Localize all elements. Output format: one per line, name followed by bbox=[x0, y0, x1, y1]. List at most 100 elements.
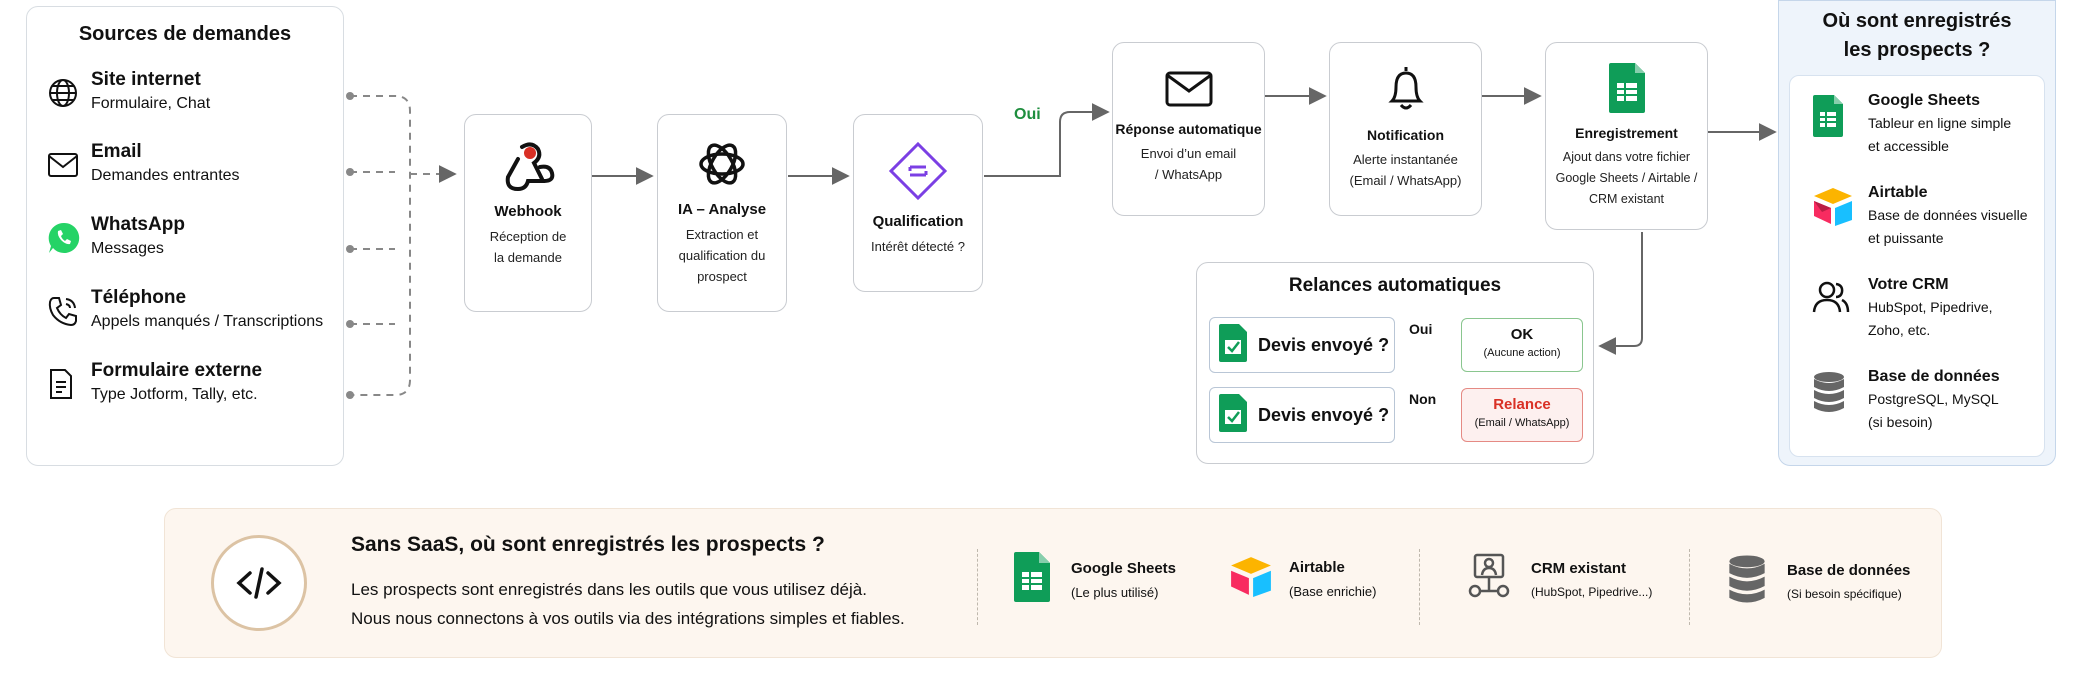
relance-question: Devis envoyé ? bbox=[1258, 404, 1390, 425]
relance-branch-non: Non bbox=[1409, 391, 1437, 407]
bottom-heading: Sans SaaS, où sont enregistrés les prosp… bbox=[351, 533, 825, 556]
sources-title: Sources de demandes bbox=[78, 23, 292, 45]
storage-item-desc: HubSpot, Pipedrive,Zoho, etc. bbox=[1868, 299, 1993, 338]
storage-item-title: Base de données bbox=[1868, 368, 2000, 385]
result-relance-sub: (Email / WhatsApp) bbox=[1474, 417, 1570, 429]
notification-node: Notification Alerte instantanée(Email / … bbox=[1329, 42, 1482, 216]
source-site-internet: Site internet Formulaire, Chat bbox=[47, 69, 210, 113]
relances-title: Relances automatiques bbox=[1288, 275, 1502, 296]
separator bbox=[977, 549, 978, 625]
relance-row-oui: Devis envoyé ? bbox=[1209, 317, 1395, 373]
database-icon bbox=[1727, 553, 1767, 610]
users-icon bbox=[1812, 278, 1868, 316]
storage-item-desc: PostgreSQL, MySQL(si besoin) bbox=[1868, 391, 1999, 430]
form-icon bbox=[47, 364, 91, 404]
storage-database: Base de données PostgreSQL, MySQL(si bes… bbox=[1812, 368, 2000, 434]
globe-icon bbox=[47, 73, 91, 113]
tool-database: Base de données (Si besoin spécifique) bbox=[1727, 553, 1910, 610]
notification-title: Notification bbox=[1367, 127, 1444, 143]
source-title: WhatsApp bbox=[91, 214, 185, 235]
source-subtitle: Messages bbox=[91, 240, 164, 257]
tool-sub: (HubSpot, Pipedrive...) bbox=[1531, 585, 1653, 599]
google-sheets-check-icon bbox=[1218, 323, 1248, 368]
source-subtitle: Demandes entrantes bbox=[91, 167, 240, 184]
result-ok-sub: (Aucune action) bbox=[1483, 347, 1561, 359]
airtable-icon bbox=[1229, 555, 1273, 602]
tool-airtable: Airtable (Base enrichie) bbox=[1229, 555, 1376, 602]
diamond-icon bbox=[854, 141, 982, 201]
oui-label: Oui bbox=[1014, 106, 1041, 123]
enregistrement-title: Enregistrement bbox=[1575, 125, 1678, 141]
code-icon bbox=[211, 535, 307, 631]
source-telephone: Téléphone Appels manqués / Transcription… bbox=[47, 287, 323, 331]
tool-sub: (Si besoin spécifique) bbox=[1787, 587, 1902, 601]
openai-icon bbox=[658, 137, 786, 191]
relance-branch-oui: Oui bbox=[1409, 321, 1433, 337]
google-sheets-icon bbox=[1812, 94, 1868, 138]
ia-title: IA – Analyse bbox=[677, 201, 767, 218]
tool-title: CRM existant bbox=[1531, 560, 1627, 577]
tool-sub: (Base enrichie) bbox=[1289, 583, 1377, 599]
bottom-banner: Sans SaaS, où sont enregistrés les prosp… bbox=[164, 508, 1942, 658]
tool-sub: (Le plus utilisé) bbox=[1071, 584, 1159, 600]
source-subtitle: Appels manqués / Transcriptions bbox=[91, 313, 324, 330]
airtable-icon bbox=[1812, 186, 1868, 226]
mail-icon bbox=[1113, 71, 1264, 107]
webhook-title: Webhook bbox=[494, 203, 562, 220]
bell-icon bbox=[1330, 63, 1481, 113]
storage-crm: Votre CRM HubSpot, Pipedrive,Zoho, etc. bbox=[1812, 276, 1993, 342]
storage-item-title: Airtable bbox=[1868, 184, 1928, 201]
relance-question: Devis envoyé ? bbox=[1258, 334, 1390, 355]
relance-row-non: Devis envoyé ? bbox=[1209, 387, 1395, 443]
google-sheets-icon bbox=[1013, 551, 1051, 608]
tool-title: Airtable bbox=[1289, 558, 1345, 576]
bottom-text: Les prospects sont enregistrés dans les … bbox=[351, 580, 905, 628]
source-subtitle: Formulaire, Chat bbox=[91, 95, 211, 112]
sources-card: Sources de demandes Site internet Formul… bbox=[26, 6, 344, 466]
source-subtitle: Type Jotform, Tally, etc. bbox=[91, 386, 258, 403]
phone-icon bbox=[47, 291, 91, 331]
google-sheets-icon bbox=[1546, 61, 1707, 115]
crm-icon bbox=[1467, 553, 1511, 606]
relances-card: Relances automatiques Devis envoyé ? Oui… bbox=[1196, 262, 1594, 464]
separator bbox=[1689, 549, 1690, 625]
source-title: Site internet bbox=[91, 69, 201, 90]
storage-item-title: Votre CRM bbox=[1868, 276, 1949, 293]
relance-result-ok: OK (Aucune action) bbox=[1461, 318, 1583, 372]
database-icon bbox=[1812, 370, 1868, 414]
source-title: Formulaire externe bbox=[91, 360, 263, 381]
tool-google-sheets: Google Sheets (Le plus utilisé) bbox=[1013, 551, 1176, 608]
source-title: Téléphone bbox=[91, 287, 187, 308]
qualification-title: Qualification bbox=[872, 213, 964, 230]
reponse-desc: Envoi d’un email/ WhatsApp bbox=[1140, 146, 1237, 182]
result-relance-title: Relance bbox=[1493, 396, 1551, 413]
reponse-title: Réponse automatique bbox=[1115, 121, 1262, 137]
relance-result-relance: Relance (Email / WhatsApp) bbox=[1461, 388, 1583, 442]
source-formulaire-externe: Formulaire externe Type Jotform, Tally, … bbox=[47, 360, 262, 404]
tool-crm: CRM existant (HubSpot, Pipedrive...) bbox=[1467, 553, 1652, 606]
notification-desc: Alerte instantanée(Email / WhatsApp) bbox=[1349, 152, 1462, 188]
qualification-desc: Intérêt détecté ? bbox=[871, 239, 965, 254]
google-sheets-check-icon bbox=[1218, 393, 1248, 438]
webhook-icon bbox=[465, 137, 591, 197]
tool-title: Google Sheets bbox=[1071, 559, 1177, 577]
separator bbox=[1419, 549, 1420, 625]
source-whatsapp: WhatsApp Messages bbox=[47, 214, 185, 258]
tool-title: Base de données bbox=[1787, 562, 1911, 579]
result-ok-title: OK bbox=[1510, 326, 1534, 343]
reponse-node: Réponse automatique Envoi d’un email/ Wh… bbox=[1112, 42, 1265, 216]
source-email: Email Demandes entrantes bbox=[47, 141, 240, 185]
source-title: Email bbox=[91, 141, 142, 162]
